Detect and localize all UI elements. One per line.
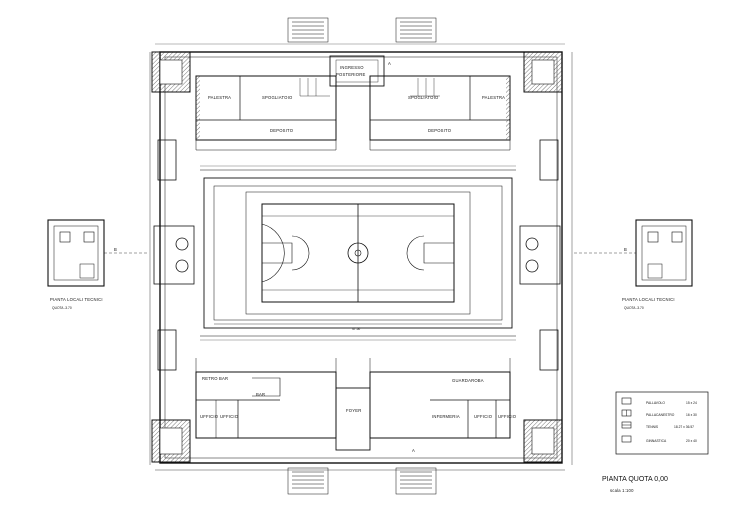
wall-hatch [196, 76, 200, 140]
plan-scale: scala 1:100 [610, 488, 634, 493]
side-blocks [153, 139, 561, 371]
side-plan-right-level: QUOTA -3.70 [624, 306, 644, 310]
side-plan-left-level: QUOTA -3.70 [52, 306, 72, 310]
bottom-stairs [287, 467, 437, 495]
room-posteriore: POSTERIORE [336, 72, 365, 77]
section-marks: A A B B [114, 61, 627, 453]
side-plan-left [47, 219, 148, 287]
room-ufficio-3: UFFICIO [474, 414, 493, 419]
room-infermeria: INFERMERIA [432, 414, 460, 419]
room-ufficio-2: UFFICIO [220, 414, 239, 419]
building-outline [149, 43, 573, 471]
corner-tower-nw [151, 51, 191, 93]
legend-item: TENNIS 18.27 x 36.57 [621, 421, 694, 429]
room-ufficio-4: UFFICIO [498, 414, 517, 419]
south-wing [195, 358, 511, 451]
wall-hatch [506, 76, 510, 140]
room-ufficio-1: UFFICIO [200, 414, 219, 419]
legend-label: TENNIS [646, 425, 659, 429]
court-length-label: 47.50 [352, 327, 360, 331]
room-deposito-right: DEPOSITO [428, 128, 452, 133]
room-spogliatoio-left: SPOGLIATOIO [262, 95, 293, 100]
legend-label: PALLACANESTRO [646, 413, 675, 417]
section-mark-a-bottom: A [412, 448, 415, 453]
room-bar: BAR [256, 392, 265, 397]
side-plan-captions: PIANTA LOCALI TECNICI QUOTA -3.70 PIANTA… [50, 297, 675, 310]
legend-dims: 16 x 30 [686, 413, 697, 417]
top-stairs [287, 17, 437, 43]
legend-label: GINNASTICA [646, 439, 667, 443]
side-plan-right [574, 219, 693, 287]
plan-title: PIANTA QUOTA 0,00 [602, 476, 668, 483]
room-labels: INGRESSO POSTERIORE PALESTRA PALESTRA SP… [200, 65, 517, 419]
section-mark-b-right: B [624, 247, 627, 252]
corner-tower-ne [523, 51, 563, 93]
legend-dims: 20 x 40 [686, 439, 697, 443]
plan-title-block: PIANTA QUOTA 0,00 scala 1:100 [602, 476, 668, 493]
legend-label: PALLAVOLO [646, 401, 665, 405]
court-area [200, 165, 516, 341]
legend-item: GINNASTICA 20 x 40 [621, 435, 697, 443]
room-palestra-left: PALESTRA [208, 95, 231, 100]
room-ingresso: INGRESSO [340, 65, 364, 70]
room-spogliatoio-right: SPOGLIATOIO [408, 95, 439, 100]
corner-tower-sw [151, 419, 191, 463]
room-guardaroba: GUARDAROBA [452, 378, 484, 383]
swatch-ginnastica [621, 435, 632, 443]
room-palestra-right: PALESTRA [482, 95, 505, 100]
room-foyer: FOYER [346, 408, 361, 413]
section-mark-a-top: A [388, 61, 391, 66]
legend-item: PALLACANESTRO 16 x 30 [621, 409, 697, 417]
corner-tower-se [523, 419, 563, 463]
legend-dims: 15 x 24 [686, 401, 697, 405]
section-mark-b-left: B [114, 247, 117, 252]
room-deposito-left: DEPOSITO [270, 128, 294, 133]
north-wing [195, 55, 511, 151]
legend-dims: 18.27 x 36.57 [674, 425, 694, 429]
court-length-dimension: 47.50 [214, 323, 502, 331]
swatch-pallavolo [621, 397, 632, 405]
side-plan-left-title: PIANTA LOCALI TECNICI [50, 297, 103, 302]
side-plan-right-title: PIANTA LOCALI TECNICI [622, 297, 675, 302]
room-retro-bar: RETRO BAR [202, 376, 228, 381]
legend-item: PALLAVOLO 15 x 24 [621, 397, 697, 405]
legend: PALLAVOLO 15 x 24 PALLACANESTRO 16 x 30 … [615, 391, 709, 455]
